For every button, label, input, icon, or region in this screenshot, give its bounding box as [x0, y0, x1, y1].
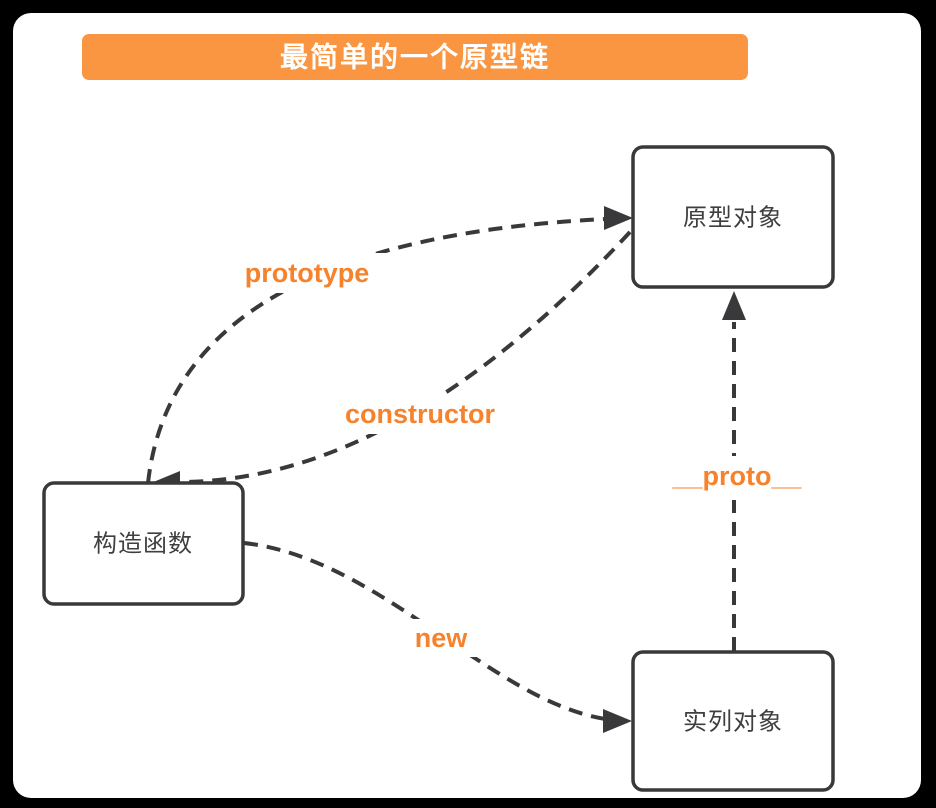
page-title: 最简单的一个原型链: [280, 41, 550, 73]
edge-prototype-arrowhead-icon: [604, 206, 633, 230]
edge-constructor-line: [181, 230, 632, 484]
edge-proto-label: __proto__: [671, 461, 802, 491]
edges-layer: prototype constructor __proto__ new: [146, 206, 818, 733]
node-instance-object-box: [631, 650, 835, 792]
edge-prototype-label: prototype: [245, 258, 370, 288]
node-constructor-function-label: 构造函数: [93, 531, 193, 558]
edge-new-label: new: [415, 623, 469, 653]
edge-proto-arrowhead-icon: [722, 291, 746, 320]
node-prototype-object-box: [631, 145, 835, 289]
node-constructor-function: 构造函数: [42, 481, 245, 606]
node-instance-object: 实列对象: [631, 650, 835, 792]
edge-constructor-label-backdrop: [328, 394, 512, 434]
title-banner: 最简单的一个原型链: [82, 34, 748, 80]
nodes-layer: 原型对象 构造函数 实列对象: [42, 145, 835, 792]
edge-proto-label-backdrop: [656, 456, 818, 500]
node-instance-object-label: 实列对象: [683, 709, 783, 736]
node-prototype-object: 原型对象: [631, 145, 835, 289]
edge-prototype-line: [146, 217, 607, 484]
node-constructor-function-box: [42, 481, 245, 606]
edge-constructor-label: constructor: [345, 399, 496, 429]
node-prototype-object-label: 原型对象: [683, 205, 783, 232]
edge-prototype-label-backdrop: [228, 253, 386, 293]
edge-new-arrowhead-icon: [603, 709, 632, 733]
edge-new-label-backdrop: [403, 619, 479, 657]
title-banner-background: [82, 34, 748, 80]
